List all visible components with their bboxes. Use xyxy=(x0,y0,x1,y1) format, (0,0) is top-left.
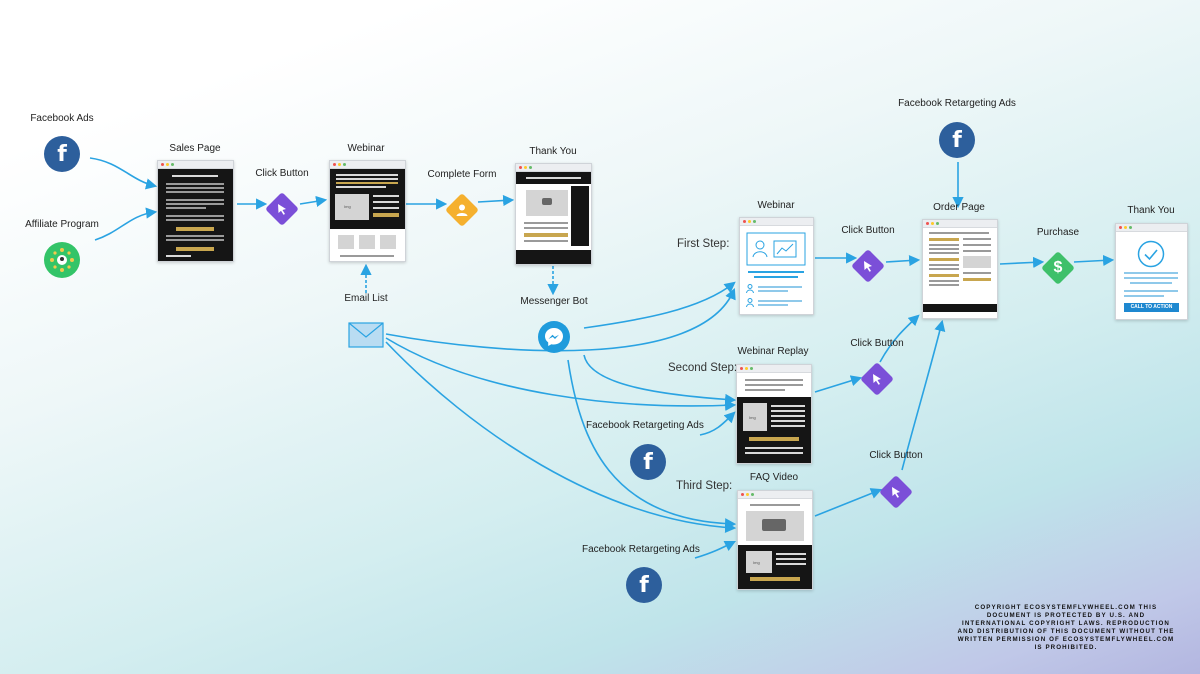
webinar-page-mockup: Img xyxy=(329,160,406,262)
facebook-retargeting-label-top: Facebook Retargeting Ads xyxy=(898,98,1016,109)
order-page-label: Order Page xyxy=(933,202,985,213)
purchase-label: Purchase xyxy=(1036,227,1080,238)
click-button-node-2 xyxy=(851,249,885,283)
facebook-icon: f xyxy=(939,122,975,158)
second-step-label: Second Step: xyxy=(668,362,738,374)
arrow-click-to-order xyxy=(885,254,921,267)
cursor-click-icon xyxy=(873,374,881,385)
arrow-fb-to-sales xyxy=(89,157,158,190)
facebook-retargeting-label-3: Facebook Retargeting Ads xyxy=(582,544,700,555)
purchase-node: $ xyxy=(1041,251,1075,285)
webinar-step1-mockup xyxy=(739,217,814,315)
complete-form-label: Complete Form xyxy=(427,169,497,180)
arrow-step3-to-click xyxy=(814,488,883,517)
arrow-step2-to-click xyxy=(814,375,863,393)
faq-video-mockup: Img xyxy=(737,490,813,590)
click-button-label-1: Click Button xyxy=(255,168,309,179)
arrow-affiliate-to-sales xyxy=(94,207,158,241)
envelope-icon xyxy=(348,322,384,348)
webinar-replay-label: Webinar Replay xyxy=(737,346,809,357)
person-icon xyxy=(456,204,468,216)
click-button-label-3: Click Button xyxy=(850,338,904,349)
final-thank-you-mockup: CALL TO ACTION xyxy=(1115,223,1188,320)
arrow-fb-to-step3 xyxy=(694,540,737,559)
cursor-click-icon xyxy=(892,487,900,498)
email-list-label: Email List xyxy=(344,293,388,304)
click-button-label-4: Click Button xyxy=(869,450,923,461)
webinar-label: Webinar xyxy=(347,143,385,154)
affiliate-program-label: Affiliate Program xyxy=(25,219,99,230)
sales-page-label: Sales Page xyxy=(169,143,221,154)
arrow-messenger-to-step1 xyxy=(583,281,736,329)
click-button-node-1 xyxy=(265,192,299,226)
arrow-order-to-purchase xyxy=(999,256,1045,269)
webinar-step1-label: Webinar xyxy=(757,200,795,211)
checkmark-icon xyxy=(1137,240,1165,268)
arrow-click-to-webinar xyxy=(299,195,328,207)
cursor-click-icon xyxy=(278,204,286,215)
network-people-icon xyxy=(44,242,80,278)
arrow-form-to-thankyou xyxy=(477,194,515,207)
call-to-action-button: CALL TO ACTION xyxy=(1124,303,1179,312)
faq-video-label: FAQ Video xyxy=(749,472,799,483)
webinar-replay-mockup: Img xyxy=(736,364,812,464)
facebook-icon: f xyxy=(626,567,662,603)
arrow-purchase-to-thankyou xyxy=(1073,254,1115,267)
complete-form-node xyxy=(445,193,479,227)
click-button-label-2: Click Button xyxy=(841,225,895,236)
copyright-notice: Copyright ecosystemflywheel.com This doc… xyxy=(957,604,1175,651)
final-thank-you-label: Thank You xyxy=(1127,205,1175,216)
click-button-node-4 xyxy=(879,475,913,509)
order-page-mockup xyxy=(922,219,998,319)
sales-page-mockup xyxy=(157,160,234,262)
arrow-fb-to-step2 xyxy=(699,411,736,436)
arrow-click3-to-order xyxy=(901,319,946,471)
thank-you-page-mockup xyxy=(515,163,592,265)
third-step-label: Third Step: xyxy=(676,480,733,492)
dollar-icon: $ xyxy=(1053,259,1063,276)
messenger-icon xyxy=(538,321,570,353)
facebook-icon: f xyxy=(630,444,666,480)
facebook-icon: f xyxy=(44,136,80,172)
cursor-click-icon xyxy=(864,261,872,272)
messenger-bot-label: Messenger Bot xyxy=(520,296,588,307)
facebook-ads-label: Facebook Ads xyxy=(30,113,94,124)
click-button-node-3 xyxy=(860,362,894,396)
thank-you-label: Thank You xyxy=(529,146,577,157)
facebook-retargeting-label-2: Facebook Retargeting Ads xyxy=(586,420,704,431)
first-step-label: First Step: xyxy=(677,238,730,250)
arrow-messenger-to-step3 xyxy=(567,359,737,530)
